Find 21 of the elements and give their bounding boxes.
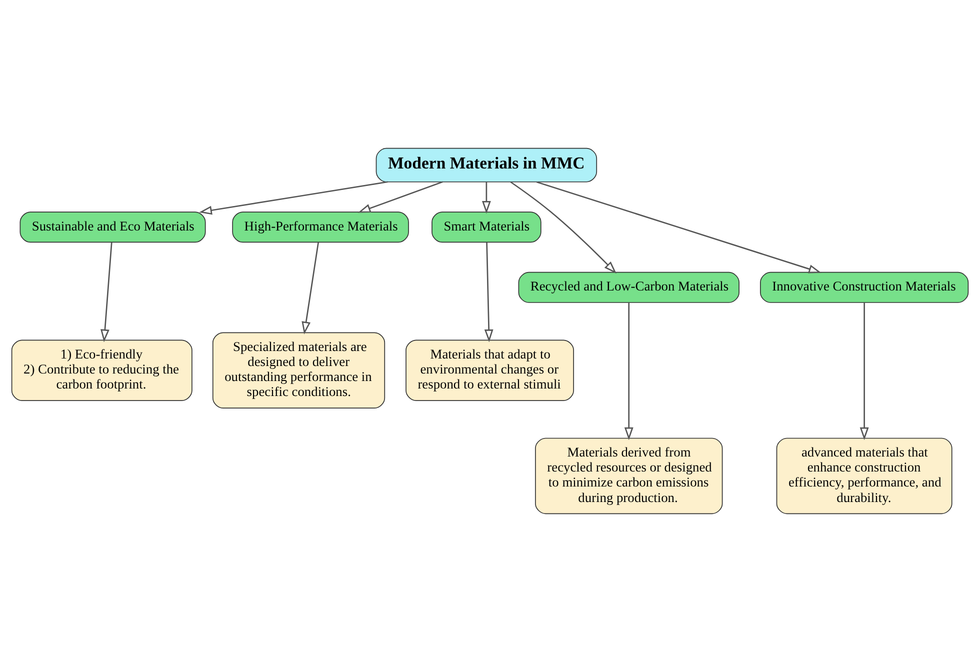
arrow bbox=[536, 180, 822, 273]
node-box: Modern Materials in MMC bbox=[376, 147, 598, 182]
node-box: Materials derived from recycled resources or designed to minimize carbon emissions during production. bbox=[535, 437, 723, 514]
node-box: advanced materials that enhance construction efficiency, performance, and durability. bbox=[776, 437, 952, 514]
node-box: Innovative Construction Materials bbox=[760, 271, 969, 302]
node-box: Recycled and Low-Carbon Materials bbox=[518, 271, 740, 302]
node-box: 1) Eco-friendly 2) Contribute to reducing the carbon footprint. bbox=[11, 339, 192, 400]
arrow bbox=[860, 302, 869, 440]
arrow bbox=[199, 180, 388, 214]
arrow bbox=[100, 242, 112, 342]
node-box: Smart Materials bbox=[432, 211, 542, 242]
arrow bbox=[302, 242, 319, 334]
node-box: High-Performance Materials bbox=[232, 211, 409, 242]
arrow bbox=[358, 180, 443, 212]
arrow bbox=[510, 180, 616, 274]
arrow bbox=[484, 242, 494, 342]
arrow bbox=[482, 182, 491, 214]
node-box: Specialized materials are designed to deliver outstanding performance in specific conditions. bbox=[212, 332, 386, 408]
node-box: Sustainable and Eco Materials bbox=[20, 211, 206, 242]
arrow bbox=[624, 302, 634, 440]
node-box: Materials that adapt to environmental changes or respond to external stimuli bbox=[406, 339, 574, 400]
